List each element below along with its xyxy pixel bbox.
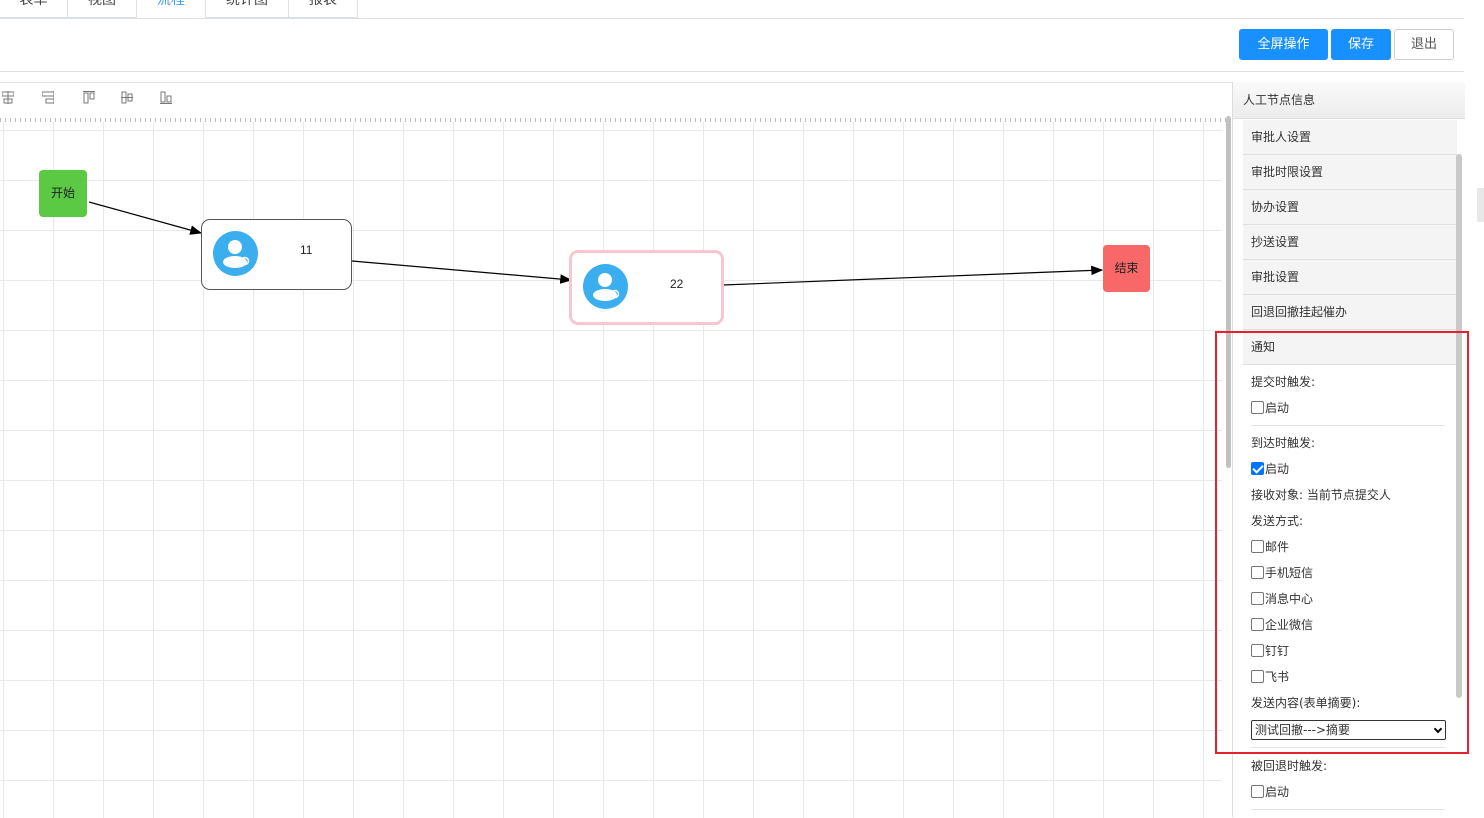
fullscreen-button[interactable]: 全屏操作: [1239, 29, 1328, 60]
submit-trigger-label: 提交时触发:: [1251, 375, 1316, 389]
align-center-icon[interactable]: [2, 91, 14, 104]
method-wecom-label: 企业微信: [1265, 618, 1314, 632]
method-wecom-row[interactable]: 企业微信: [1251, 617, 1313, 633]
exit-button[interactable]: 退出: [1394, 29, 1454, 60]
method-feishu-checkbox[interactable]: [1251, 670, 1264, 683]
tab-view[interactable]: 视图: [67, 0, 137, 18]
align-middle-icon[interactable]: [121, 91, 133, 104]
tab-bar: 表单 视图 流程 统计图 报表: [0, 0, 1464, 19]
method-dingtalk-label: 钉钉: [1265, 644, 1290, 658]
divider: [1251, 425, 1445, 426]
align-bottom-icon[interactable]: [160, 91, 172, 104]
node-property-panel: 人工节点信息 审批人设置 审批时限设置 协办设置 抄送设置 审批设置 回退回撤挂…: [1232, 82, 1465, 817]
submit-enable-checkbox[interactable]: [1251, 401, 1264, 414]
save-button[interactable]: 保存: [1331, 29, 1391, 60]
tab-form[interactable]: 表单: [0, 0, 68, 18]
user-avatar-icon: [213, 231, 258, 276]
method-sms-row[interactable]: 手机短信: [1251, 565, 1313, 581]
align-toolbar: [0, 83, 1232, 113]
end-node[interactable]: 结束: [1103, 245, 1150, 292]
task-node-selected[interactable]: 22: [569, 250, 724, 325]
method-wecom-checkbox[interactable]: [1251, 618, 1264, 631]
align-right-icon[interactable]: [42, 91, 54, 104]
start-node[interactable]: 开始: [39, 170, 87, 217]
section-cc[interactable]: 抄送设置: [1243, 225, 1457, 260]
arrive-enable-row[interactable]: 启动: [1251, 461, 1289, 477]
send-content-label: 发送内容(表单摘要):: [1251, 696, 1361, 710]
tab-chart[interactable]: 统计图: [205, 0, 289, 18]
method-feishu-row[interactable]: 飞书: [1251, 669, 1289, 685]
rollback-enable-row[interactable]: 启动: [1251, 784, 1289, 800]
method-message-center-checkbox[interactable]: [1251, 592, 1264, 605]
method-email-row[interactable]: 邮件: [1251, 539, 1289, 555]
highlight-box: [1215, 331, 1469, 754]
method-dingtalk-row[interactable]: 钉钉: [1251, 643, 1289, 659]
flow-editor: [0, 82, 1232, 818]
align-top-icon[interactable]: [83, 91, 95, 104]
arrive-enable-checkbox[interactable]: [1251, 462, 1264, 475]
method-sms-label: 手机短信: [1265, 566, 1314, 580]
divider: [1251, 809, 1445, 810]
horizontal-ruler: [0, 113, 1232, 122]
section-notify[interactable]: 通知: [1243, 330, 1457, 365]
task-node[interactable]: 11: [201, 219, 352, 290]
arrive-enable-label: 启动: [1265, 462, 1290, 476]
section-rollback[interactable]: 回退回撤挂起催办: [1243, 295, 1457, 330]
rollback-enable-label: 启动: [1265, 785, 1290, 799]
task-node-label: 11: [300, 243, 313, 257]
submit-enable-row[interactable]: 启动: [1251, 400, 1289, 416]
section-approval[interactable]: 审批设置: [1243, 260, 1457, 295]
task-node-label: 22: [670, 277, 684, 291]
method-email-checkbox[interactable]: [1251, 540, 1264, 553]
panel-scrollbar[interactable]: [1456, 154, 1462, 698]
panel-title: 人工节点信息: [1233, 82, 1465, 119]
canvas-scrollbar-thumb[interactable]: [1226, 116, 1231, 468]
user-avatar-icon: [583, 264, 628, 309]
method-feishu-label: 飞书: [1265, 670, 1290, 684]
action-toolbar: 全屏操作 保存 退出: [0, 19, 1464, 72]
send-content-select[interactable]: 测试回撤--->摘要: [1251, 720, 1446, 740]
canvas-scrollbar[interactable]: [1224, 116, 1232, 816]
tab-report[interactable]: 报表: [288, 0, 358, 18]
arrive-trigger-label: 到达时触发:: [1251, 436, 1316, 450]
tab-flow[interactable]: 流程: [136, 0, 206, 18]
grid-canvas[interactable]: [0, 122, 1222, 818]
submit-enable-label: 启动: [1265, 401, 1290, 415]
section-approver[interactable]: 审批人设置: [1243, 120, 1457, 155]
rollback-trigger-label: 被回退时触发:: [1251, 759, 1328, 773]
section-time-limit[interactable]: 审批时限设置: [1243, 155, 1457, 190]
section-assist[interactable]: 协办设置: [1243, 190, 1457, 225]
send-method-label: 发送方式:: [1251, 514, 1304, 528]
rollback-enable-checkbox[interactable]: [1251, 785, 1264, 798]
method-email-label: 邮件: [1265, 540, 1290, 554]
receiver-text: 接收对象: 当前节点提交人: [1251, 488, 1391, 502]
divider: [1251, 747, 1445, 748]
method-sms-checkbox[interactable]: [1251, 566, 1264, 579]
method-message-center-row[interactable]: 消息中心: [1251, 591, 1313, 607]
send-content-value: 测试回撤--->摘要: [1255, 723, 1351, 737]
collapse-handle[interactable]: [1477, 188, 1484, 222]
method-message-center-label: 消息中心: [1265, 592, 1314, 606]
method-dingtalk-checkbox[interactable]: [1251, 644, 1264, 657]
